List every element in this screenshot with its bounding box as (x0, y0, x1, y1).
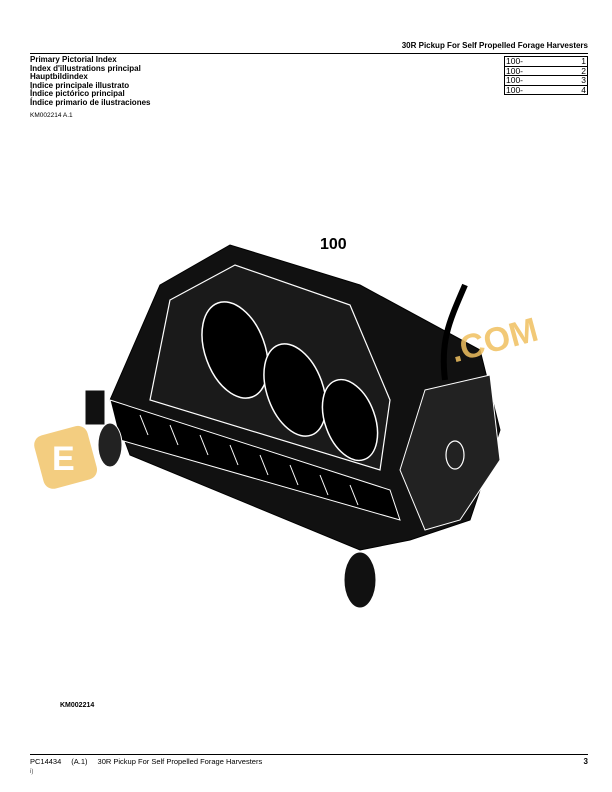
ref-page: 3 (581, 75, 586, 85)
footer-rule (30, 754, 588, 755)
header-title: 30R Pickup For Self Propelled Forage Har… (401, 41, 588, 50)
ref-group: 100- (506, 75, 524, 85)
figure-label: KM002214 (60, 702, 95, 709)
pickup-illustration: E .COM (34, 244, 543, 609)
doc-id: PC14434 (30, 757, 62, 766)
index-title: Índice primario de ilustraciones (30, 97, 151, 107)
svg-text:E: E (52, 440, 75, 478)
ref-page: 4 (581, 84, 586, 95)
ref-group: 100- (506, 65, 524, 76)
pickup-body (84, 244, 501, 609)
revision: (A.1) (71, 757, 88, 766)
reference-row[interactable]: 100- 2 (504, 65, 588, 76)
reference-row[interactable]: 100- 3 (504, 75, 588, 85)
index-titles: Primary Pictorial Index Index d'illustra… (30, 55, 151, 108)
index-title: Primary Pictorial Index (30, 55, 117, 64)
reference-row[interactable]: 100- 1 (504, 56, 588, 66)
ref-page: 1 (581, 56, 586, 66)
page-number: 3 (583, 757, 588, 766)
reference-row[interactable]: 100- 4 (504, 84, 588, 95)
figure-reference: KM002214 A.1 (30, 112, 73, 119)
ref-group: 100- (506, 56, 524, 66)
index-title: Indice principale illustrato (30, 80, 130, 90)
figure-number: 100 (320, 236, 347, 253)
ref-page: 2 (581, 65, 586, 76)
index-title: Índice pictórico principal (30, 89, 125, 99)
footer-title: 30R Pickup For Self Propelled Forage Har… (97, 757, 263, 766)
index-title: Index d'illustrations principal (30, 63, 141, 73)
ref-group: 100- (506, 84, 524, 95)
index-title: Hauptbildindex (30, 72, 88, 82)
watermark-text: .COM (447, 311, 543, 371)
page-sub: i) (30, 769, 34, 775)
header-rule (30, 53, 588, 54)
reference-box: 100- 1 100- 2 100- 3 100- 4 (504, 56, 588, 95)
footer: PC14434 (A.1) 30R Pickup For Self Propelle… (30, 757, 272, 766)
